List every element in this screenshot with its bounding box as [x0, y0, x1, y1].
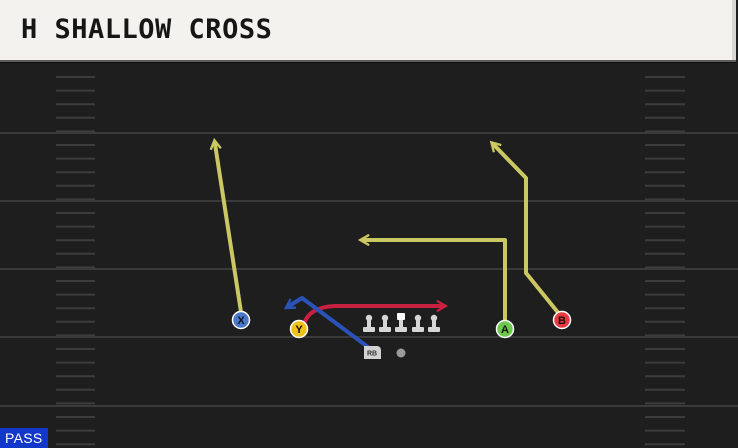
route-x-go: [209, 137, 243, 314]
center-icon: [395, 313, 407, 332]
hash-marks-left: [56, 76, 95, 446]
yard-lines: [0, 132, 738, 407]
player-label-a: A: [501, 324, 509, 336]
player-label-y: Y: [295, 324, 303, 336]
play-title: H SHALLOW CROSS: [21, 14, 273, 45]
route-rb-wheel: [283, 296, 374, 352]
player-y: Y: [289, 319, 309, 339]
rb-marker-icon: [364, 346, 381, 359]
lineman-icon: [412, 314, 424, 332]
player-label-b: B: [558, 315, 566, 327]
hash-marks-right: [645, 76, 685, 446]
player-label-x: X: [237, 315, 245, 327]
player-rb: RB: [364, 346, 381, 359]
route-b-post: [489, 140, 562, 317]
play-type-badge: PASS: [0, 428, 48, 448]
play-title-bar: H SHALLOW CROSS: [0, 0, 736, 60]
title-bar-accent: [732, 0, 736, 60]
offensive-line: [363, 313, 440, 332]
lineman-icon: [428, 314, 440, 332]
player-label-rb: RB: [367, 351, 377, 358]
player-a: A: [495, 319, 515, 339]
routes: [209, 137, 562, 352]
player-b: B: [552, 310, 572, 330]
lineman-icon: [363, 314, 375, 332]
play-diagram-field: RB X Y A B: [0, 62, 738, 448]
lineman-icon: [379, 314, 391, 332]
route-a-dig: [357, 233, 507, 328]
quarterback-marker: [396, 348, 406, 358]
player-x: X: [231, 310, 251, 330]
